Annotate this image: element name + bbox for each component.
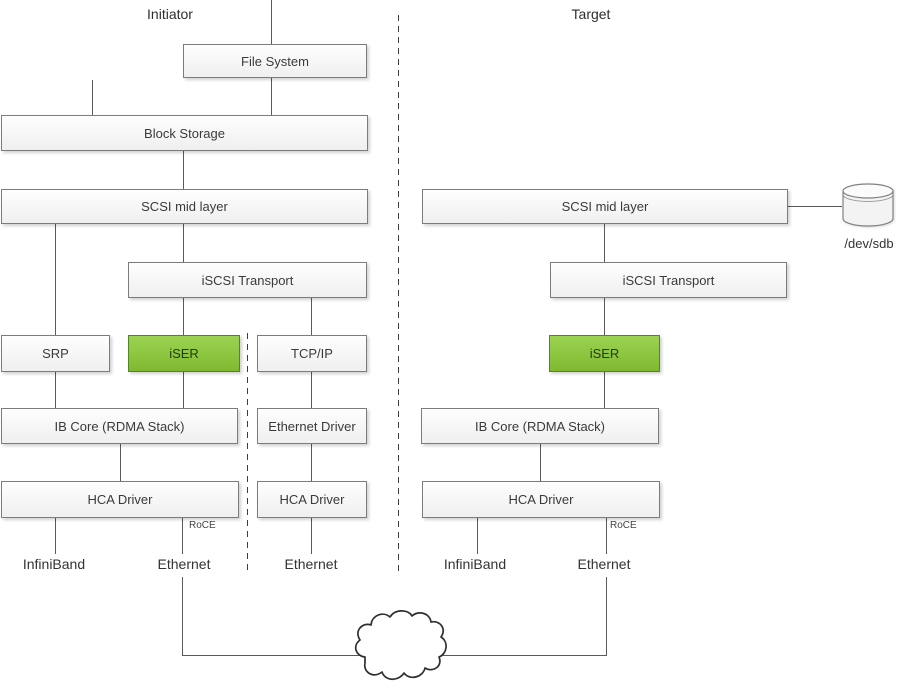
ethernet-label-initiator-roce: Ethernet [157,556,211,572]
box-iser-initiator: iSER [128,335,240,372]
infiniband-label-initiator: InfiniBand [22,556,86,572]
box-ib-core-initiator: IB Core (RDMA Stack) [1,408,238,444]
connector-line [788,206,842,207]
connector-line [604,372,605,408]
connector-line [183,151,184,189]
connector-line [477,518,478,554]
box-hca-driver-initiator-ib: HCA Driver [1,481,239,518]
connector-line [182,655,400,656]
connector-line [92,80,93,115]
box-ib-core-target: IB Core (RDMA Stack) [421,408,659,444]
connector-line [606,518,607,554]
roce-label-initiator: RoCE [189,520,216,531]
connector-line [271,0,272,44]
connector-line [183,224,184,262]
box-srp: SRP [1,335,110,372]
target-section-title: Target [571,6,611,22]
connector-line [55,372,56,408]
box-block-storage: Block Storage [1,115,368,151]
initiator-target-divider-dashed-line [398,15,399,571]
ethernet-label-initiator-nic: Ethernet [284,556,338,572]
connector-line [604,298,605,335]
connector-line [311,444,312,481]
box-tcp-ip: TCP/IP [257,335,367,372]
connector-line [55,224,56,335]
connector-line [400,655,607,656]
connector-line [311,298,312,335]
box-hca-driver-target: HCA Driver [422,481,660,518]
box-iser-target: iSER [549,335,660,372]
box-iscsi-transport-target: iSCSI Transport [550,262,787,298]
roce-label-target: RoCE [610,520,637,531]
box-scsi-mid-layer-initiator: SCSI mid layer [1,189,368,224]
connector-line [183,298,184,335]
box-iscsi-transport-initiator: iSCSI Transport [128,262,367,298]
network-cloud-icon [354,610,447,681]
box-file-system: File System [183,44,367,78]
box-hca-driver-initiator-eth: HCA Driver [257,481,367,518]
connector-line [55,518,56,554]
disk-cylinder-icon [842,183,894,227]
connector-line [604,224,605,262]
box-ethernet-driver: Ethernet Driver [257,408,367,444]
initiator-section-title: Initiator [147,6,193,22]
connector-line [311,518,312,554]
connector-line [271,78,272,115]
connector-line [606,577,607,655]
connector-line [540,444,541,481]
connector-line [182,518,183,554]
connector-line [120,444,121,481]
ethernet-label-target: Ethernet [577,556,631,572]
connector-line [311,372,312,408]
rdma-tcpip-divider-dashed-line [247,333,248,573]
infiniband-label-target: InfiniBand [443,556,507,572]
box-scsi-mid-layer-target: SCSI mid layer [422,189,788,224]
connector-line [182,577,183,656]
connector-line [183,372,184,408]
device-path-label: /dev/sdb [844,236,894,251]
